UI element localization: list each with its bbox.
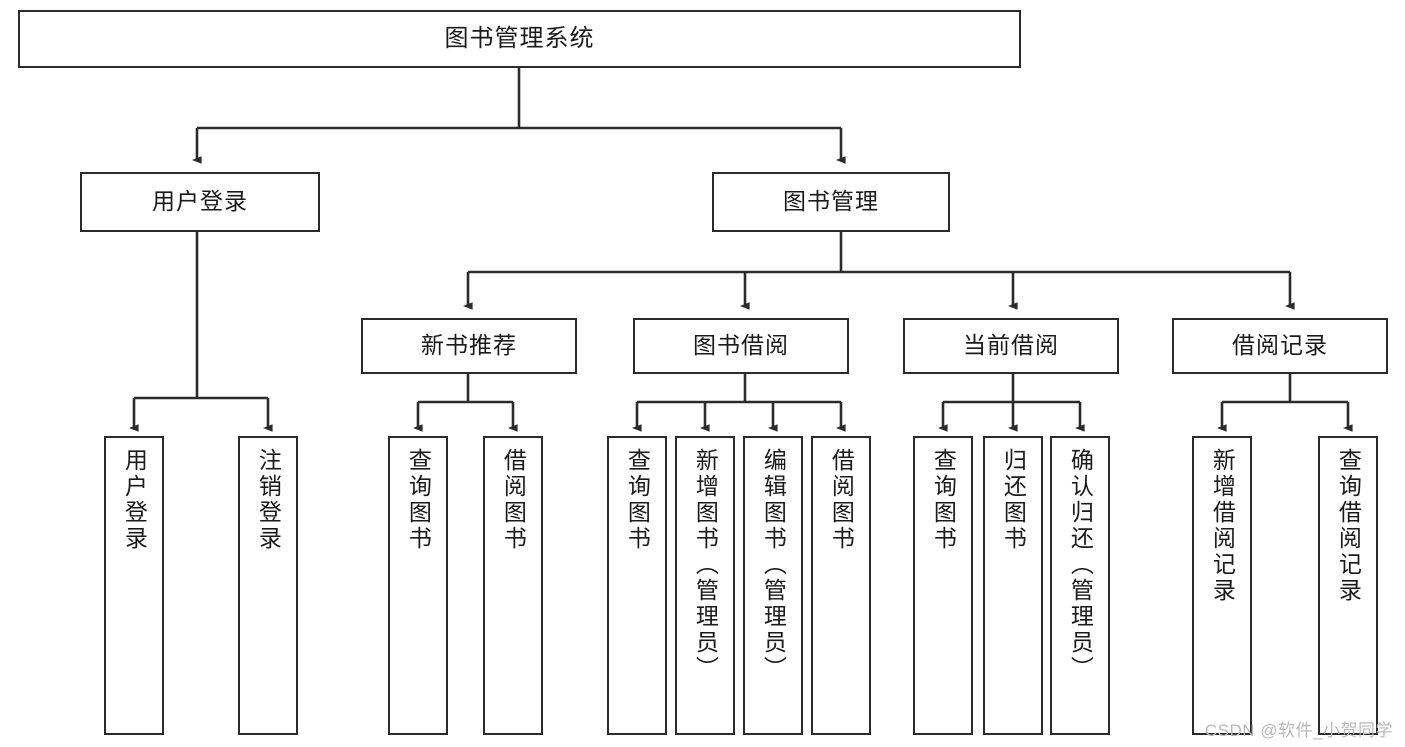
node-new-book-recommend-label: 新书推荐	[421, 332, 517, 359]
leaf-label: 归还图书	[1000, 448, 1027, 552]
leaf-label: 用户登录	[121, 448, 148, 552]
leaf-user-login-login[interactable]: 用户登录	[104, 436, 164, 735]
leaf-borrow-query-book[interactable]: 查询图书	[607, 436, 667, 735]
leaf-borrow-add-book-admin[interactable]: 新增图书（管理员）	[675, 436, 735, 735]
node-current-borrow-label: 当前借阅	[963, 332, 1059, 359]
node-borrow-record-label: 借阅记录	[1232, 332, 1328, 359]
leaf-recommend-query-book[interactable]: 查询图书	[388, 436, 448, 735]
leaf-label: 借阅图书	[828, 448, 855, 552]
leaf-label: 新增图书（管理员）	[692, 448, 719, 682]
leaf-user-login-logout[interactable]: 注销登录	[238, 436, 298, 735]
leaf-label: 注销登录	[255, 448, 282, 552]
leaf-current-return-book[interactable]: 归还图书	[983, 436, 1043, 735]
node-current-borrow[interactable]: 当前借阅	[903, 318, 1119, 374]
leaf-label: 查询借阅记录	[1335, 448, 1362, 604]
leaf-borrow-edit-book-admin[interactable]: 编辑图书（管理员）	[743, 436, 803, 735]
leaf-record-add-record[interactable]: 新增借阅记录	[1192, 436, 1252, 735]
leaf-label: 借阅图书	[500, 448, 527, 552]
node-root[interactable]: 图书管理系统	[18, 10, 1021, 68]
leaf-recommend-borrow-book[interactable]: 借阅图书	[483, 436, 543, 735]
leaf-record-query-record[interactable]: 查询借阅记录	[1318, 436, 1378, 735]
node-new-book-recommend[interactable]: 新书推荐	[361, 318, 577, 374]
leaf-label: 查询图书	[405, 448, 432, 552]
leaf-label: 确认归还（管理员）	[1067, 448, 1094, 682]
leaf-borrow-borrow-book[interactable]: 借阅图书	[811, 436, 871, 735]
leaf-label: 新增借阅记录	[1209, 448, 1236, 604]
node-user-login[interactable]: 用户登录	[80, 172, 320, 232]
node-user-login-label: 用户登录	[152, 188, 248, 215]
node-book-management[interactable]: 图书管理	[712, 172, 950, 232]
node-borrow-record[interactable]: 借阅记录	[1172, 318, 1388, 374]
node-book-borrow[interactable]: 图书借阅	[633, 318, 849, 374]
watermark: CSDN @软件_小贺同学	[1204, 721, 1393, 740]
leaf-current-query-book[interactable]: 查询图书	[913, 436, 973, 735]
node-book-borrow-label: 图书借阅	[693, 332, 789, 359]
leaf-label: 编辑图书（管理员）	[760, 448, 787, 682]
node-root-label: 图书管理系统	[444, 24, 595, 52]
leaf-current-confirm-return-admin[interactable]: 确认归还（管理员）	[1050, 436, 1110, 735]
leaf-label: 查询图书	[930, 448, 957, 552]
node-book-management-label: 图书管理	[783, 188, 879, 215]
leaf-label: 查询图书	[624, 448, 651, 552]
